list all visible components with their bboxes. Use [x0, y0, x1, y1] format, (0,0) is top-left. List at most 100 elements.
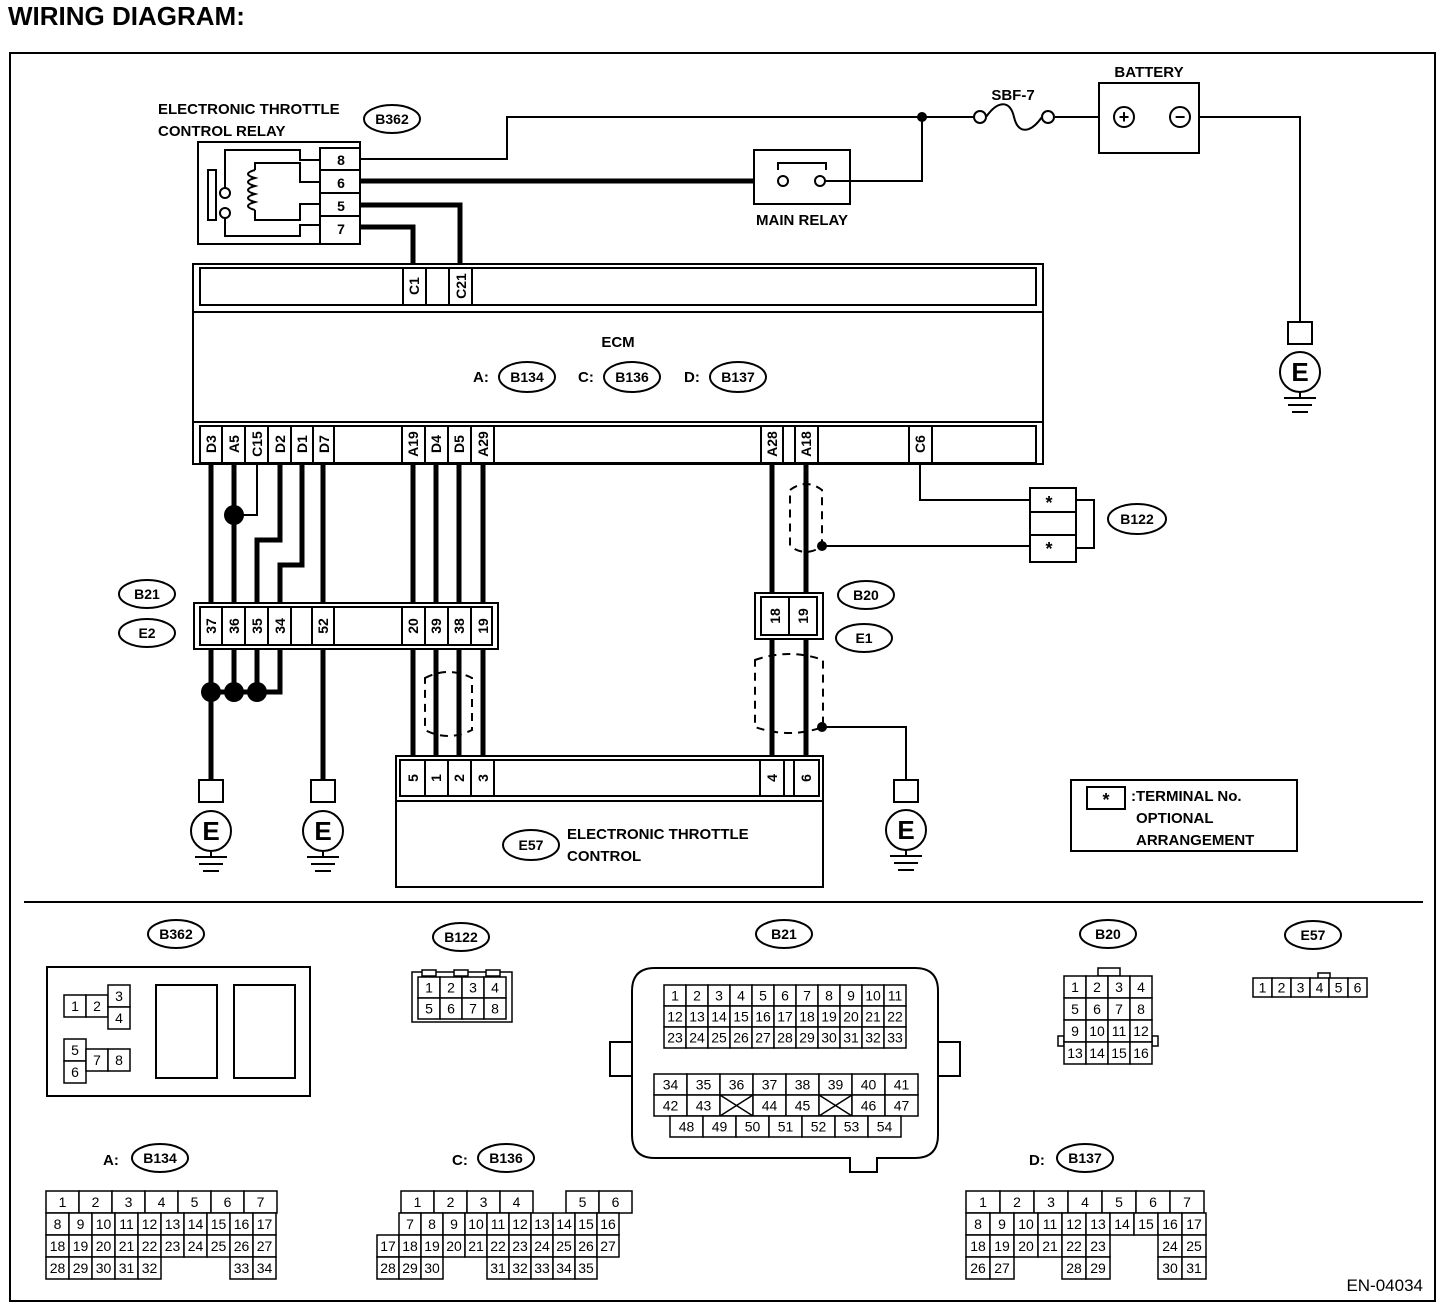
connector-pin: 8: [115, 1052, 123, 1068]
connector-pin: 25: [556, 1238, 572, 1254]
connector-pin: 5: [1335, 980, 1343, 996]
connector-prefix: A:: [103, 1152, 119, 1169]
etc-pin: 4: [764, 774, 780, 782]
connector-pin: 53: [844, 1119, 860, 1135]
connector-pin: 26: [234, 1238, 250, 1254]
etc-name-line2: CONTROL: [567, 848, 641, 865]
connector-pin: 19: [73, 1238, 89, 1254]
splice-points: [201, 112, 927, 732]
connector-pin: 16: [1133, 1045, 1149, 1061]
connector-pin: 44: [762, 1098, 778, 1114]
connector-pin: 1: [979, 1194, 987, 1210]
connector-prefix: D:: [1029, 1152, 1045, 1169]
fuse-sbf7: SBF-7: [973, 87, 1055, 131]
ecm-connector-c: B136: [615, 369, 649, 385]
connector-pin: 16: [234, 1216, 250, 1232]
ground-symbols: E E E E: [190, 321, 1321, 872]
connector-pin: 16: [1162, 1216, 1178, 1232]
connector-pin: 24: [689, 1030, 705, 1046]
connector-pin: 10: [865, 988, 881, 1004]
b362-view-label: B362: [159, 926, 193, 942]
connector-pin: 3: [1047, 1194, 1055, 1210]
connector-pin: 33: [234, 1260, 250, 1276]
ecm-top-pin: C1: [406, 277, 422, 295]
ecm-c-prefix: C:: [578, 369, 594, 386]
connector-pin: 8: [428, 1216, 436, 1232]
ecm-bottom-pin: D2: [272, 435, 288, 453]
b21-pin: 19: [475, 618, 491, 634]
connector-pin: 18: [402, 1238, 418, 1254]
connector-pin: 1: [59, 1194, 67, 1210]
connector-pin: 9: [1071, 1023, 1079, 1039]
connector-pin: 5: [191, 1194, 199, 1210]
connector-pin: 2: [447, 980, 455, 996]
relay-connector-label: B362: [375, 111, 409, 127]
connector-pin: 4: [513, 1194, 521, 1210]
connector-pin: 4: [1081, 1194, 1089, 1210]
b21-pin: 39: [428, 618, 444, 634]
connector-pin: 1: [425, 980, 433, 996]
battery-label: BATTERY: [1114, 64, 1183, 81]
connector-pin: 17: [257, 1216, 273, 1232]
ecm-bottom-pin: C15: [249, 431, 265, 457]
ground-label: E: [202, 816, 219, 846]
connector-pin: 20: [96, 1238, 112, 1254]
connector-pin: 13: [534, 1216, 550, 1232]
legend-line1: :TERMINAL No.: [1131, 788, 1242, 805]
electronic-throttle-control-relay: ELECTRONIC THROTTLE CONTROL RELAY B362 8…: [158, 101, 421, 245]
relay-connector-oval: [363, 104, 421, 134]
b122-label: B122: [1120, 511, 1154, 527]
connector-pin: 24: [188, 1238, 204, 1254]
connector-pin: 24: [534, 1238, 550, 1254]
connector-pin: 38: [795, 1077, 811, 1093]
connector-pin: 25: [211, 1238, 227, 1254]
b20-label: B20: [853, 587, 879, 603]
connector-pin: 30: [424, 1260, 440, 1276]
connector-pin: 34: [556, 1260, 572, 1276]
connector-pin: 33: [534, 1260, 550, 1276]
etc-pin: 3: [475, 774, 491, 782]
legend-star: *: [1102, 790, 1109, 810]
connector-pin: 8: [54, 1216, 62, 1232]
ecm-bottom-pin: A19: [405, 431, 421, 457]
connector-pin: 19: [994, 1238, 1010, 1254]
connector-pin: 12: [667, 1009, 683, 1025]
connector-pin: 25: [711, 1030, 727, 1046]
connector-pin: 47: [894, 1098, 910, 1114]
connector-pin: 18: [799, 1009, 815, 1025]
etc-connector-label: E57: [519, 837, 544, 853]
connector-pin: 10: [1089, 1023, 1105, 1039]
connector-pin: 12: [1066, 1216, 1082, 1232]
b122-star: *: [1045, 539, 1052, 559]
connector-pin: 34: [257, 1260, 273, 1276]
battery: BATTERY + −: [1098, 64, 1200, 154]
e57-view-label: E57: [1301, 927, 1326, 943]
connector-pin: 2: [1093, 979, 1101, 995]
connector-pin: 20: [446, 1238, 462, 1254]
connector-pin: 13: [165, 1216, 181, 1232]
connector-pin: 5: [579, 1194, 587, 1210]
connector-pin: 3: [125, 1194, 133, 1210]
connector-pin: 50: [745, 1119, 761, 1135]
b21-pin: 20: [405, 618, 421, 634]
connector-pin: 36: [729, 1077, 745, 1093]
ecm-bottom-pin: D5: [451, 435, 467, 453]
connector-pin: 23: [667, 1030, 683, 1046]
connector-pin: 13: [689, 1009, 705, 1025]
connector-pin: 6: [612, 1194, 620, 1210]
connector-pin: 52: [811, 1119, 827, 1135]
ecm-bottom-pin: C6: [912, 435, 928, 453]
connector-pin: 28: [380, 1260, 396, 1276]
connector-pin: 14: [188, 1216, 204, 1232]
battery-negative-icon: −: [1175, 107, 1186, 127]
connector-pin: 7: [1183, 1194, 1191, 1210]
connector-pin: 12: [142, 1216, 158, 1232]
b122-view-label: B122: [444, 929, 478, 945]
connector-pin: 2: [1278, 980, 1286, 996]
ecm: C1 C21 ECM A: B134 C: B136 D: B137: [192, 263, 1044, 465]
connector-pin: 35: [696, 1077, 712, 1093]
relay-pin: 7: [337, 221, 345, 237]
connector-pin: 51: [778, 1119, 794, 1135]
connector-pin: 11: [119, 1216, 134, 1232]
